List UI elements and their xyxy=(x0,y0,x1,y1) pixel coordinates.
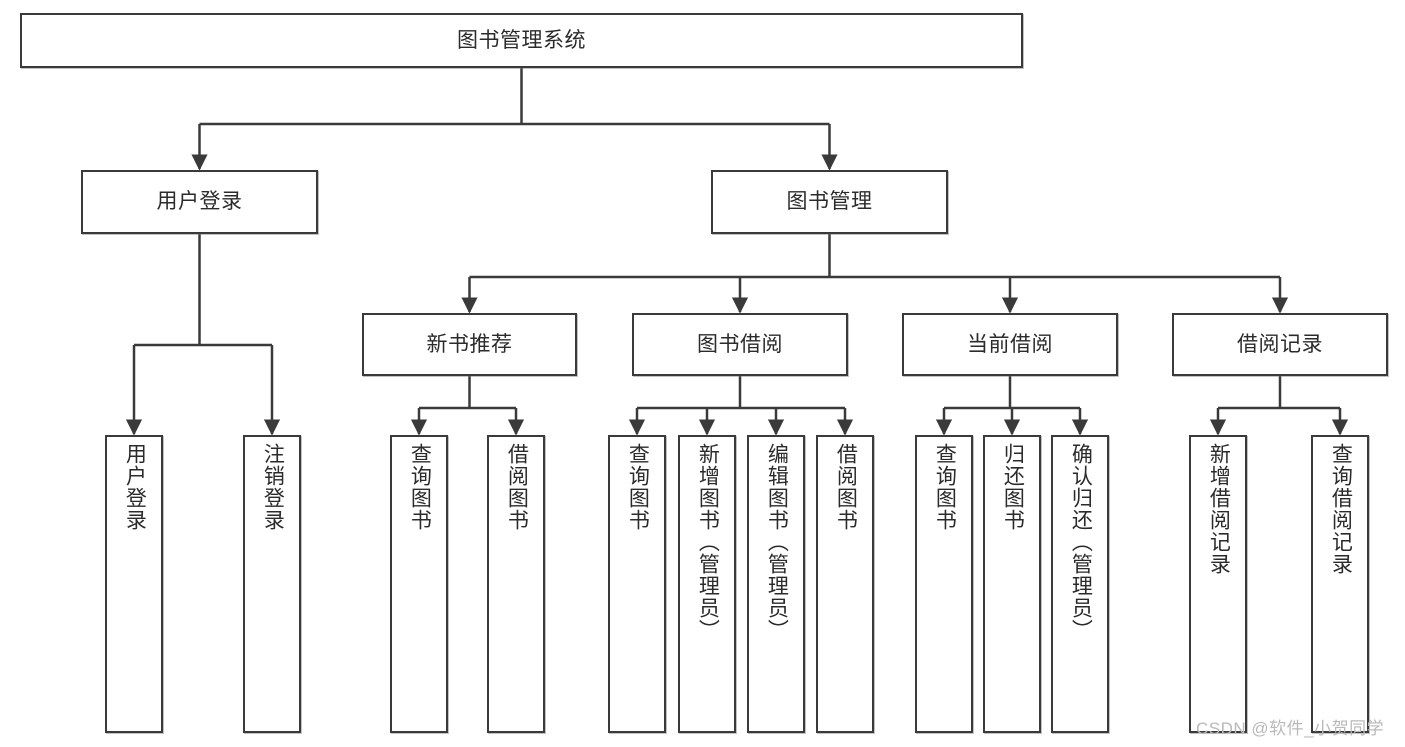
node-new-book-rec[interactable]: 新书推荐 xyxy=(362,313,577,376)
node-leaf-logout-label: 注销登录 xyxy=(261,443,285,531)
node-leaf-add-book[interactable]: 新增图书（管理员） xyxy=(678,435,736,733)
node-book-manage[interactable]: 图书管理 xyxy=(711,170,948,234)
node-leaf-borrow-book-1-label: 借阅图书 xyxy=(505,443,529,531)
node-borrow-record-label: 借阅记录 xyxy=(1237,332,1323,356)
node-root-label: 图书管理系统 xyxy=(457,28,586,52)
node-leaf-add-record-label: 新增借阅记录 xyxy=(1207,443,1231,575)
node-leaf-return-book-label: 归还图书 xyxy=(1001,443,1025,531)
node-leaf-logout[interactable]: 注销登录 xyxy=(243,435,301,733)
node-leaf-user-login[interactable]: 用户登录 xyxy=(105,435,163,733)
node-leaf-confirm-return-label: 确认归还（管理员） xyxy=(1069,443,1093,641)
node-book-manage-label: 图书管理 xyxy=(786,190,873,214)
node-leaf-query-book-2[interactable]: 查询图书 xyxy=(608,435,666,733)
node-user-login[interactable]: 用户登录 xyxy=(81,170,318,234)
node-book-borrow[interactable]: 图书借阅 xyxy=(632,313,848,376)
node-leaf-borrow-book-2-label: 借阅图书 xyxy=(834,443,858,531)
node-root[interactable]: 图书管理系统 xyxy=(20,13,1023,68)
node-leaf-query-record[interactable]: 查询借阅记录 xyxy=(1311,435,1369,733)
node-current-borrow[interactable]: 当前借阅 xyxy=(902,313,1118,376)
watermark: CSDN @软件_小贺同学 xyxy=(1196,719,1385,738)
node-current-borrow-label: 当前借阅 xyxy=(967,332,1053,356)
node-leaf-user-login-label: 用户登录 xyxy=(123,443,147,531)
node-leaf-query-book-2-label: 查询图书 xyxy=(626,443,650,531)
node-borrow-record[interactable]: 借阅记录 xyxy=(1172,313,1388,376)
node-leaf-edit-book[interactable]: 编辑图书（管理员） xyxy=(747,435,805,733)
node-leaf-query-book-1-label: 查询图书 xyxy=(408,443,432,531)
node-leaf-add-book-label: 新增图书（管理员） xyxy=(696,443,720,641)
node-book-borrow-label: 图书借阅 xyxy=(697,332,783,356)
node-leaf-add-record[interactable]: 新增借阅记录 xyxy=(1189,435,1247,733)
node-leaf-borrow-book-2[interactable]: 借阅图书 xyxy=(816,435,874,733)
node-leaf-query-book-1[interactable]: 查询图书 xyxy=(390,435,448,733)
node-leaf-query-book-3[interactable]: 查询图书 xyxy=(915,435,973,733)
node-leaf-borrow-book-1[interactable]: 借阅图书 xyxy=(487,435,545,733)
node-leaf-return-book[interactable]: 归还图书 xyxy=(983,435,1041,733)
node-leaf-confirm-return[interactable]: 确认归还（管理员） xyxy=(1051,435,1109,733)
node-new-book-rec-label: 新书推荐 xyxy=(426,332,513,356)
node-leaf-edit-book-label: 编辑图书（管理员） xyxy=(765,443,789,641)
node-leaf-query-book-3-label: 查询图书 xyxy=(933,443,957,531)
node-user-login-label: 用户登录 xyxy=(156,190,243,214)
node-leaf-query-record-label: 查询借阅记录 xyxy=(1329,443,1353,575)
